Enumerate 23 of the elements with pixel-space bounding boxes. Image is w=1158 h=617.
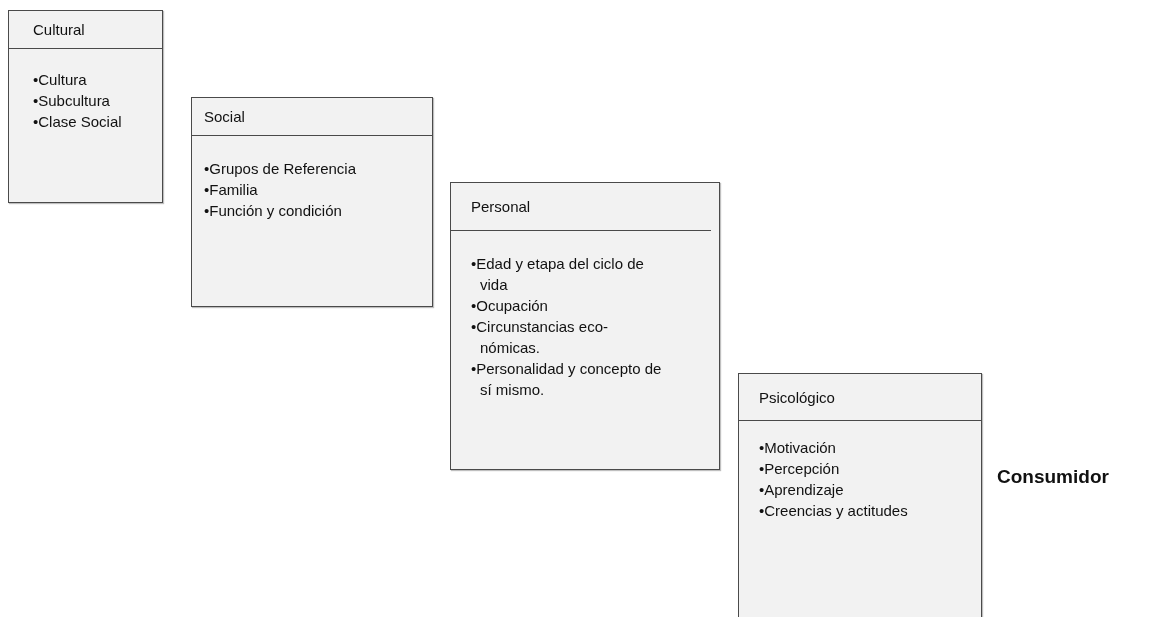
- bullet-item: •Subcultura: [33, 91, 111, 111]
- box-heading: Personal: [471, 198, 531, 215]
- box-heading: Cultural: [33, 21, 85, 38]
- category-box: [8, 10, 163, 203]
- box-heading: Social: [204, 108, 245, 125]
- bullet-item: •Función y condición: [204, 201, 343, 221]
- bullet-item: •Clase Social: [33, 112, 123, 132]
- bullet-item: •Aprendizaje: [759, 480, 845, 500]
- bullet-item: •Ocupación: [471, 296, 549, 316]
- bullet-item: •Creencias y actitudes: [759, 501, 909, 521]
- category-box: [191, 97, 433, 307]
- category-box: [450, 182, 720, 470]
- bullet-item: •Grupos de Referencia: [204, 159, 357, 179]
- bullet-item: •Cultura: [33, 70, 88, 90]
- bullet-item: •Motivación: [759, 438, 837, 458]
- category-box: [738, 373, 982, 617]
- consumer-label: Consumidor: [997, 466, 1109, 488]
- bullet-item: •Personalidad y concepto de sí mismo.: [471, 359, 663, 400]
- bullet-item: •Familia: [204, 180, 259, 200]
- bullet-item: •Circunstancias eco- nómicas.: [471, 317, 609, 358]
- bullet-item: •Percepción: [759, 459, 841, 479]
- box-heading: Psicológico: [759, 388, 835, 406]
- bullet-item: •Edad y etapa del ciclo de vida: [471, 254, 645, 295]
